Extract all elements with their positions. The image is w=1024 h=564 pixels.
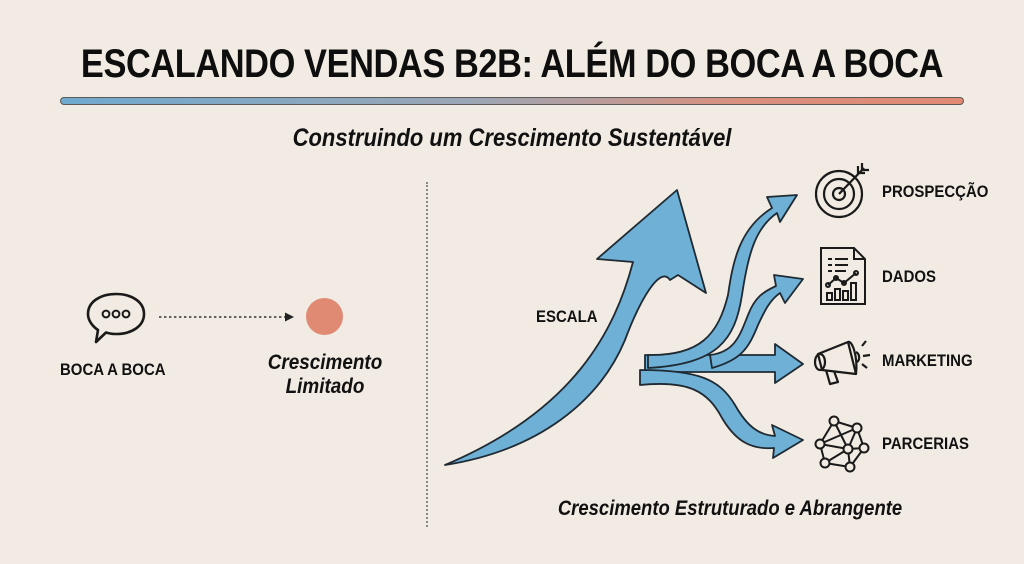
data-report-icon [818,245,868,307]
scale-label: ESCALA [536,307,598,326]
result-label-line1: Crescimento [267,351,383,374]
branch-arrow-dados [709,274,804,369]
branch-label-dados: DADOS [882,267,937,286]
main-scale-arrow [444,189,707,466]
branch-label-marketing: MARKETING [882,351,973,370]
title-gradient-rule [60,97,964,105]
network-icon [812,415,872,475]
limited-growth-dot [306,298,343,335]
branch-label-parcerias: PARCERIAS [882,434,970,453]
result-label-line2: Limitado [285,375,365,398]
speech-bubble-icon [84,290,148,346]
branch-arrow-prospeccao [647,194,798,369]
branch-label-prospeccao: PROSPECÇÃO [882,182,989,201]
branch-arrow-marketing [644,343,804,384]
megaphone-icon [812,336,876,388]
page-title: ESCALANDO VENDAS B2B: ALÉM DO BOCA A BOC… [80,42,944,86]
source-label: BOCA A BOCA [60,360,166,379]
dotted-arrow [157,310,297,322]
right-panel-caption: Crescimento Estruturado e Abrangente [557,497,903,520]
result-label: Crescimento Limitado [253,351,397,399]
section-divider [426,182,428,527]
branch-arrow-parcerias [639,369,804,459]
page-subtitle: Construindo um Crescimento Sustentável [292,124,732,152]
target-icon [812,162,872,220]
